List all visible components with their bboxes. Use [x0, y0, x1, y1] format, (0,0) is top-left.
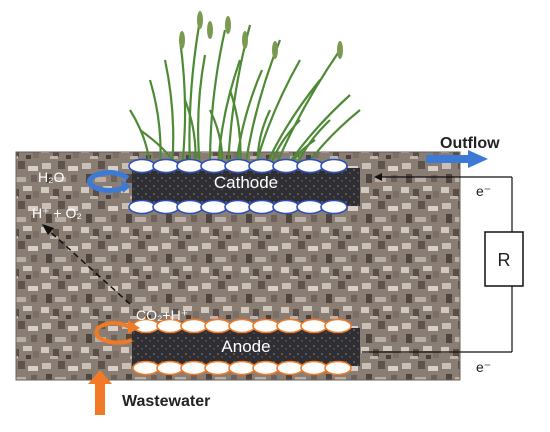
grass-blade	[197, 54, 207, 169]
electrode-granule	[176, 158, 204, 174]
electron-label-top: e⁻	[476, 183, 491, 199]
electrode-granule	[296, 158, 324, 174]
wastewater-label: Wastewater	[122, 393, 210, 410]
electrode-granule	[224, 158, 252, 174]
seed-head	[272, 41, 278, 59]
electrode-granule	[300, 360, 328, 376]
grass-blade	[216, 59, 242, 169]
electrode-granule	[320, 199, 348, 215]
electrode-granule	[200, 158, 228, 174]
plant-grass	[129, 11, 361, 169]
electrode-granule	[324, 360, 352, 376]
seed-head	[337, 41, 343, 59]
arrow-head-icon	[42, 224, 54, 235]
curved-arrow-icon	[87, 170, 130, 194]
arrow-right-icon	[426, 150, 488, 168]
arrow-head-icon	[128, 320, 140, 334]
electrode-granule	[296, 199, 324, 215]
electrode-granule	[224, 199, 252, 215]
seed-head	[207, 21, 213, 39]
curved-arrow-icon	[94, 321, 133, 345]
co2-proton-label: CO₂+H⁺	[136, 307, 188, 323]
arrow-up-icon	[88, 370, 112, 415]
electrode-granule	[272, 199, 300, 215]
seed-head	[225, 16, 231, 34]
anode-electrode: Anode	[132, 318, 360, 376]
seed-head	[197, 11, 203, 29]
electrode-granule	[128, 158, 156, 174]
electrode-granule	[200, 199, 228, 215]
grass-blade	[188, 19, 202, 169]
electrode-granule	[252, 318, 280, 334]
grass-blade	[273, 49, 341, 169]
grass-blade	[178, 39, 187, 169]
electrode-granule	[204, 360, 232, 376]
outflow-label: Outflow	[440, 135, 500, 152]
grass-blade	[163, 59, 175, 169]
grass-blade	[234, 69, 264, 169]
electrode-granule	[132, 360, 160, 376]
cathode-label: Cathode	[214, 173, 278, 192]
arrow-head-icon	[121, 180, 131, 193]
cathode-electrode: Cathode	[128, 158, 360, 215]
electrode-granule	[152, 158, 180, 174]
electrode-granule	[128, 199, 156, 215]
electrode-granule	[252, 360, 280, 376]
electrode-granule	[300, 318, 328, 334]
grass-blade	[148, 79, 162, 169]
proton-oxygen-label: H⁺ + O₂	[32, 205, 82, 221]
resistor-box	[484, 231, 524, 287]
seed-head	[242, 31, 248, 49]
electrode-granule	[228, 360, 256, 376]
electrode-granule	[248, 199, 276, 215]
electrode-granule	[272, 158, 300, 174]
electrode-granule	[204, 318, 232, 334]
electrode-granule	[276, 360, 304, 376]
electrode-granule	[320, 158, 348, 174]
water-label: H₂O	[38, 169, 65, 185]
grass-blade	[208, 29, 227, 169]
electrode-granule	[248, 158, 276, 174]
grass-blade	[263, 79, 321, 169]
electrode-granule	[176, 199, 204, 215]
resistor-label: R	[498, 250, 511, 270]
external-circuit	[362, 173, 513, 353]
electrode-granule	[180, 360, 208, 376]
electrode-granule	[156, 360, 184, 376]
electrode-granule	[152, 199, 180, 215]
seed-head	[179, 31, 185, 49]
electron-label-bottom: e⁻	[476, 359, 491, 375]
electrode-granule	[228, 318, 256, 334]
electrode-granule	[324, 318, 352, 334]
proton-migration-line	[45, 227, 131, 305]
electrode-granule	[276, 318, 304, 334]
anode-label: Anode	[221, 337, 270, 356]
